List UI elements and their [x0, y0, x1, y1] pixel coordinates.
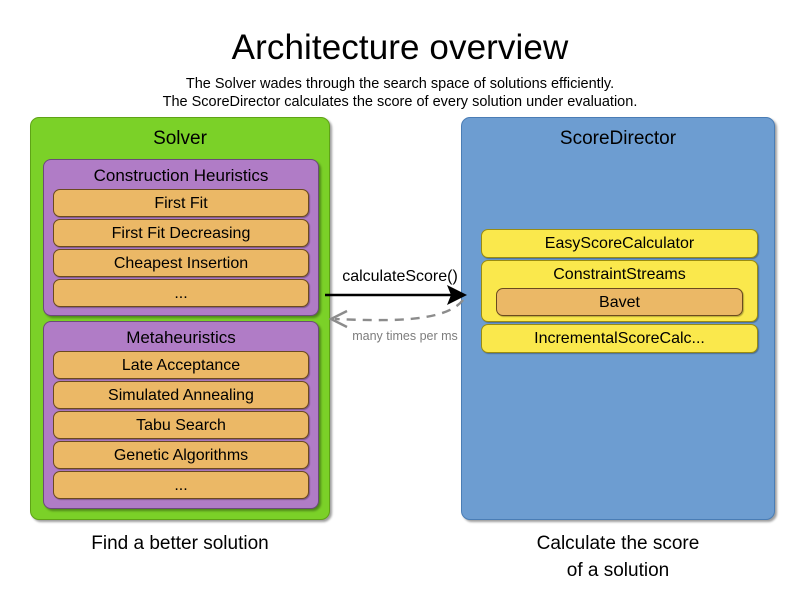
score-director-panel[interactable]: ScoreDirector EasyScoreCalculator Constr…	[461, 117, 775, 520]
list-item[interactable]: Tabu Search	[53, 411, 309, 439]
solver-panel-title: Solver	[153, 128, 207, 149]
calculator-bavet[interactable]: Bavet	[496, 288, 743, 316]
caption-score-director-line-2: of a solution	[566, 560, 670, 581]
list-item[interactable]: ...	[53, 471, 309, 499]
list-item[interactable]: First Fit	[53, 189, 309, 217]
caption-score-director: Calculate the score of a solution	[461, 530, 775, 584]
list-item[interactable]: Genetic Algorithms	[53, 441, 309, 469]
solver-panel[interactable]: Solver Construction Heuristics First Fit…	[30, 117, 330, 520]
calculator-incremental-score-calculator[interactable]: IncrementalScoreCalc...	[481, 324, 758, 353]
arrow-many-times-per-ms	[328, 299, 464, 329]
arrow-label-many-times-per-ms: many times per ms	[352, 329, 458, 343]
arrow-svg	[325, 285, 467, 329]
page-subtitle-line-2: The ScoreDirector calculates the score o…	[162, 94, 638, 110]
construction-heuristics-item-list: First Fit First Fit Decreasing Cheapest …	[53, 189, 309, 309]
page-title: Architecture overview	[231, 28, 569, 67]
page-header: Architecture overview The Solver wades t…	[0, 0, 800, 111]
calculator-constraint-streams[interactable]: ConstraintStreams Bavet	[481, 260, 758, 322]
arrow-group: calculateScore() many times per ms	[325, 255, 485, 355]
list-item[interactable]: First Fit Decreasing	[53, 219, 309, 247]
page-subtitle-line-1: The Solver wades through the search spac…	[185, 76, 615, 92]
group-metaheuristics[interactable]: Metaheuristics Late Acceptance Simulated…	[43, 321, 319, 509]
calculator-constraint-streams-label: ConstraintStreams	[553, 266, 686, 283]
caption-solver: Find a better solution	[91, 533, 269, 554]
metaheuristics-item-list: Late Acceptance Simulated Annealing Tabu…	[53, 351, 309, 501]
list-item[interactable]: Cheapest Insertion	[53, 249, 309, 277]
calculator-easy-score-calculator[interactable]: EasyScoreCalculator	[481, 229, 758, 258]
list-item[interactable]: Simulated Annealing	[53, 381, 309, 409]
group-construction-heuristics[interactable]: Construction Heuristics First Fit First …	[43, 159, 319, 316]
list-item[interactable]: ...	[53, 279, 309, 307]
arrow-calculate-score	[325, 285, 467, 305]
caption-score-director-line-1: Calculate the score	[536, 533, 700, 554]
group-metaheuristics-title: Metaheuristics	[126, 328, 236, 347]
arrow-label-calculate-score: calculateScore()	[342, 268, 458, 285]
group-construction-heuristics-title: Construction Heuristics	[93, 166, 269, 185]
score-director-panel-title: ScoreDirector	[559, 128, 677, 149]
list-item[interactable]: Late Acceptance	[53, 351, 309, 379]
